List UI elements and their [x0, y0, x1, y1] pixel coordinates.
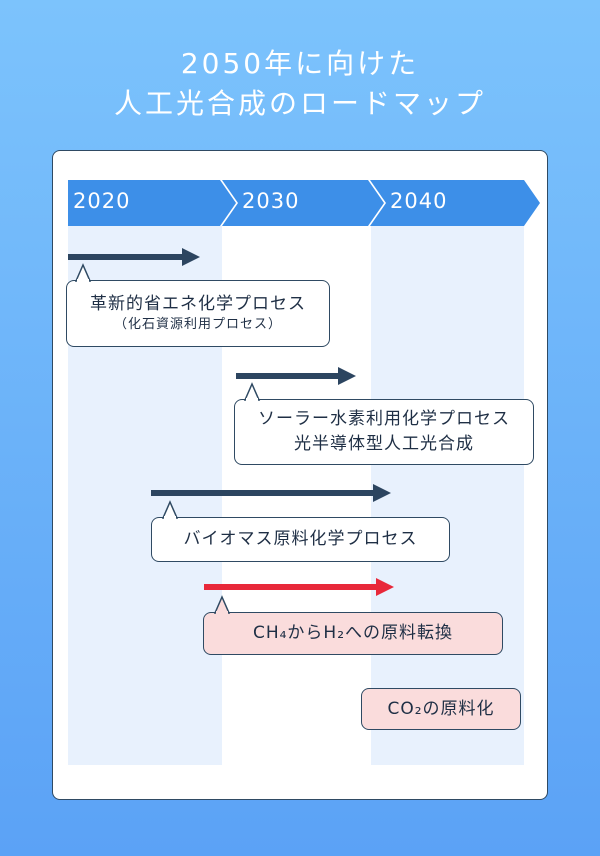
arrow-1 — [68, 248, 200, 266]
timeline-segment-2030 — [222, 180, 384, 226]
callout-tail-1 — [74, 263, 92, 282]
item-label: CO₂の原料化 — [387, 698, 495, 719]
item-box-5: CO₂の原料化 — [361, 688, 521, 730]
item-sub: 光半導体型人工光合成 — [294, 434, 474, 454]
item-box-4: CH₄からH₂への原料転換 — [203, 612, 503, 655]
year-2020: 2020 — [73, 189, 131, 213]
year-2030: 2030 — [242, 189, 300, 213]
item-label: CH₄からH₂への原料転換 — [252, 623, 454, 644]
item-sub: （化石資源利用プロセス） — [113, 317, 282, 333]
year-2040: 2040 — [390, 189, 448, 213]
arrow-2 — [236, 367, 356, 385]
item-label: バイオマス原料化学プロセス — [183, 529, 418, 550]
item-label: ソーラー水素利用化学プロセス — [258, 409, 510, 430]
item-box-1: 革新的省エネ化学プロセス （化石資源利用プロセス） — [66, 280, 330, 347]
item-box-2: ソーラー水素利用化学プロセス 光半導体型人工光合成 — [234, 399, 534, 465]
title-line-2: 人工光合成のロードマップ — [113, 87, 486, 120]
callout-tail-4 — [213, 595, 231, 614]
callout-tail-3 — [161, 500, 179, 519]
title-line-1: 2050年に向けた — [180, 47, 420, 80]
item-box-3: バイオマス原料化学プロセス — [151, 517, 450, 562]
callout-tail-2 — [243, 382, 261, 401]
timeline-segment-2020 — [68, 180, 236, 226]
timeline-segment-2040 — [370, 180, 540, 226]
item-label: 革新的省エネ化学プロセス — [90, 293, 306, 314]
column-2040 — [371, 226, 524, 765]
arrow-4 — [204, 578, 394, 596]
arrow-3 — [151, 484, 391, 502]
